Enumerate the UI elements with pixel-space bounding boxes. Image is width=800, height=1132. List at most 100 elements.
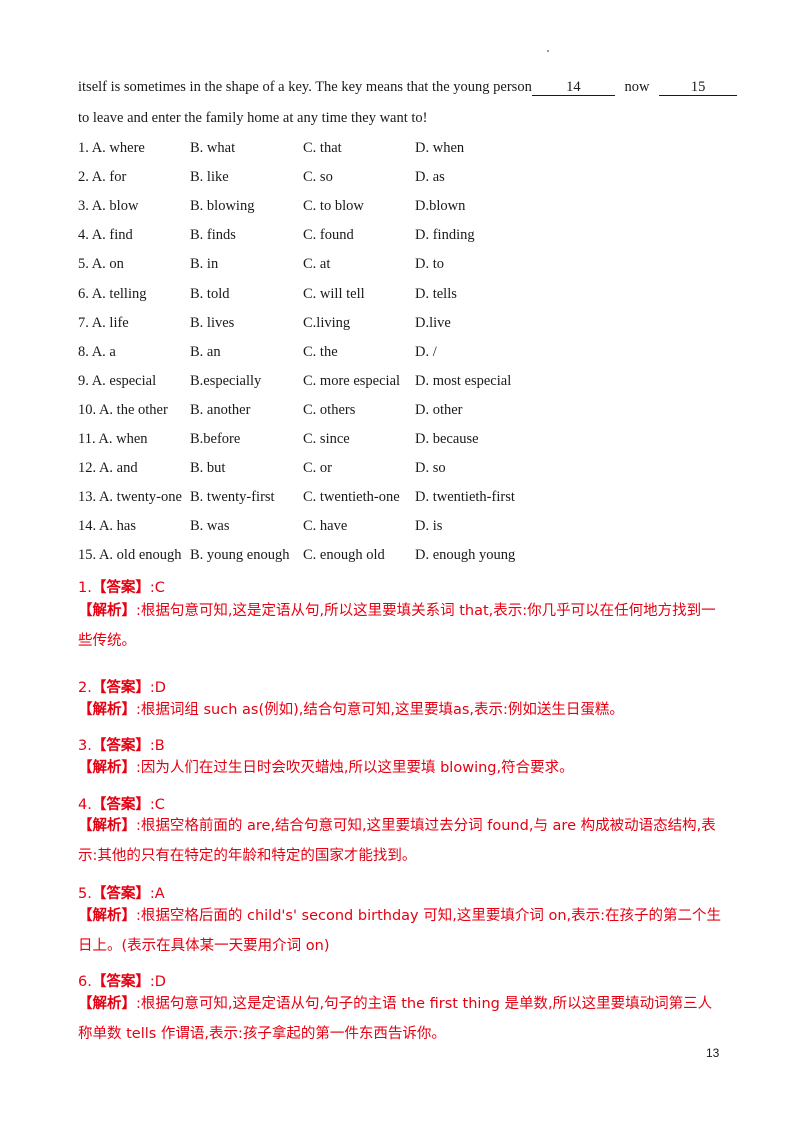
option-a: 15. A. old enough bbox=[78, 547, 182, 564]
option-a: 5. A. on bbox=[78, 256, 124, 273]
option-c: C.living bbox=[303, 314, 351, 331]
answer-number: 5. bbox=[78, 886, 92, 902]
option-b: B. blowing bbox=[190, 198, 255, 215]
option-b: B. lives bbox=[190, 314, 235, 331]
option-b: B. but bbox=[190, 460, 226, 477]
option-b: B. an bbox=[190, 343, 221, 360]
answer-number: 4. bbox=[78, 797, 92, 813]
option-c: C. more especial bbox=[303, 372, 401, 389]
option-a: 13. A. twenty-one bbox=[78, 489, 182, 506]
option-c: C. or bbox=[303, 460, 332, 477]
option-b: B.before bbox=[190, 431, 241, 447]
option-a: 9. A. especial bbox=[78, 372, 157, 389]
explanation-text: :根据句意可知,这是定语从句,句子的主语 the first thing 是单数… bbox=[78, 996, 713, 1042]
passage-line1-a: itself is sometimes in the shape of a ke… bbox=[78, 79, 532, 95]
answer-value: :B bbox=[149, 738, 165, 754]
answer-value: :C bbox=[149, 797, 165, 813]
blank-14: 14 bbox=[531, 80, 615, 96]
option-d: D. tells bbox=[415, 285, 457, 302]
answer-label: 【答案】 bbox=[91, 797, 150, 813]
option-a: 12. A. and bbox=[78, 460, 138, 477]
option-c: C. have bbox=[303, 518, 348, 535]
answer-label: 【答案】 bbox=[91, 886, 150, 902]
option-a: 10. A. the other bbox=[78, 401, 168, 418]
option-d: D. to bbox=[415, 256, 444, 273]
option-d: D. enough young bbox=[415, 547, 516, 564]
explanation: 【解析】:根据词组 such as(例如),结合句意可知,这里要填as,表示:例… bbox=[78, 695, 726, 725]
option-a: 4. A. find bbox=[78, 227, 133, 244]
answer-label: 【答案】 bbox=[91, 974, 150, 990]
explanation-label: 【解析】 bbox=[78, 760, 136, 776]
option-a: 6. A. telling bbox=[78, 285, 147, 302]
option-b: B. young enough bbox=[190, 547, 290, 564]
answer-line: 4.【答案】:C bbox=[78, 793, 165, 814]
answer-label: 【答案】 bbox=[91, 680, 150, 696]
option-d: D. as bbox=[415, 169, 445, 186]
explanation: 【解析】:根据空格后面的 child's' second birthday 可知… bbox=[78, 901, 726, 961]
explanation-text: :因为人们在过生日时会吹灭蜡烛,所以这里要填 blowing,符合要求。 bbox=[136, 760, 574, 776]
explanation-text: :根据空格前面的 are,结合句意可知,这里要填过去分词 found,与 are… bbox=[78, 818, 716, 864]
option-d: D. twentieth-first bbox=[415, 489, 515, 506]
option-c: C. so bbox=[303, 169, 333, 186]
explanation-text: :根据句意可知,这是定语从句,所以这里要填关系词 that,表示:你几乎可以在任… bbox=[78, 603, 716, 649]
answer-number: 2. bbox=[78, 680, 92, 696]
option-b: B.especially bbox=[190, 372, 262, 389]
option-a: 7. A. life bbox=[78, 314, 129, 331]
option-c: C. others bbox=[303, 401, 356, 418]
option-d: D. finding bbox=[415, 227, 475, 244]
explanation-label: 【解析】 bbox=[78, 818, 136, 834]
option-c: C. twentieth-one bbox=[303, 489, 400, 506]
answer-number: 3. bbox=[78, 738, 92, 754]
option-a: 8. A. a bbox=[78, 343, 116, 360]
option-b: B. in bbox=[190, 256, 219, 273]
option-b: B. twenty-first bbox=[190, 489, 275, 506]
explanation-label: 【解析】 bbox=[78, 702, 136, 718]
explanation: 【解析】:因为人们在过生日时会吹灭蜡烛,所以这里要填 blowing,符合要求。 bbox=[78, 753, 726, 783]
answer-value: :D bbox=[149, 974, 166, 990]
option-b: B. another bbox=[190, 401, 251, 418]
option-c: C. enough old bbox=[303, 547, 385, 564]
answer-value: :D bbox=[149, 680, 166, 696]
option-a: 1. A. where bbox=[78, 140, 145, 156]
page-number: 13 bbox=[706, 1046, 720, 1060]
option-d: D. / bbox=[415, 343, 437, 360]
option-d: D. most especial bbox=[415, 372, 512, 389]
option-d: D. is bbox=[415, 518, 443, 535]
answer-value: :A bbox=[149, 886, 165, 902]
option-d: D.blown bbox=[415, 198, 466, 215]
answer-number: 1. bbox=[78, 580, 92, 596]
option-b: B. was bbox=[190, 518, 230, 535]
option-d: D. because bbox=[415, 431, 479, 447]
option-c: C. the bbox=[303, 343, 338, 360]
passage-line-1: itself is sometimes in the shape of a ke… bbox=[78, 79, 738, 96]
answer-value: :C bbox=[149, 580, 165, 596]
option-b: B. told bbox=[190, 285, 230, 302]
answer-line: 2.【答案】:D bbox=[78, 676, 166, 697]
option-c: C. to blow bbox=[303, 198, 364, 215]
explanation: 【解析】:根据空格前面的 are,结合句意可知,这里要填过去分词 found,与… bbox=[78, 811, 726, 871]
option-d: D.live bbox=[415, 314, 451, 331]
answer-label: 【答案】 bbox=[91, 738, 150, 754]
page-dot bbox=[547, 50, 549, 52]
option-c: C. found bbox=[303, 227, 354, 244]
passage-line-2: to leave and enter the family home at an… bbox=[78, 110, 428, 126]
answer-line: 3.【答案】:B bbox=[78, 734, 165, 755]
explanation-text: :根据词组 such as(例如),结合句意可知,这里要填as,表示:例如送生日… bbox=[136, 702, 624, 718]
option-c: C. will tell bbox=[303, 285, 365, 302]
option-a: 3. A. blow bbox=[78, 198, 139, 215]
explanation-label: 【解析】 bbox=[78, 908, 136, 924]
option-b: B. what bbox=[190, 140, 236, 156]
option-d: D. other bbox=[415, 401, 463, 418]
option-a: 14. A. has bbox=[78, 518, 136, 535]
option-c: C. at bbox=[303, 256, 331, 273]
option-d: D. when bbox=[415, 140, 465, 156]
explanation: 【解析】:根据句意可知,这是定语从句,句子的主语 the first thing… bbox=[78, 989, 726, 1049]
answer-line: 5.【答案】:A bbox=[78, 882, 165, 903]
option-b: B. like bbox=[190, 169, 229, 186]
option-a: 2. A. for bbox=[78, 169, 127, 186]
answer-label: 【答案】 bbox=[91, 580, 150, 596]
option-c: C. since bbox=[303, 431, 350, 447]
answer-line: 6.【答案】:D bbox=[78, 970, 166, 991]
explanation-text: :根据空格后面的 child's' second birthday 可知,这里要… bbox=[78, 908, 721, 954]
